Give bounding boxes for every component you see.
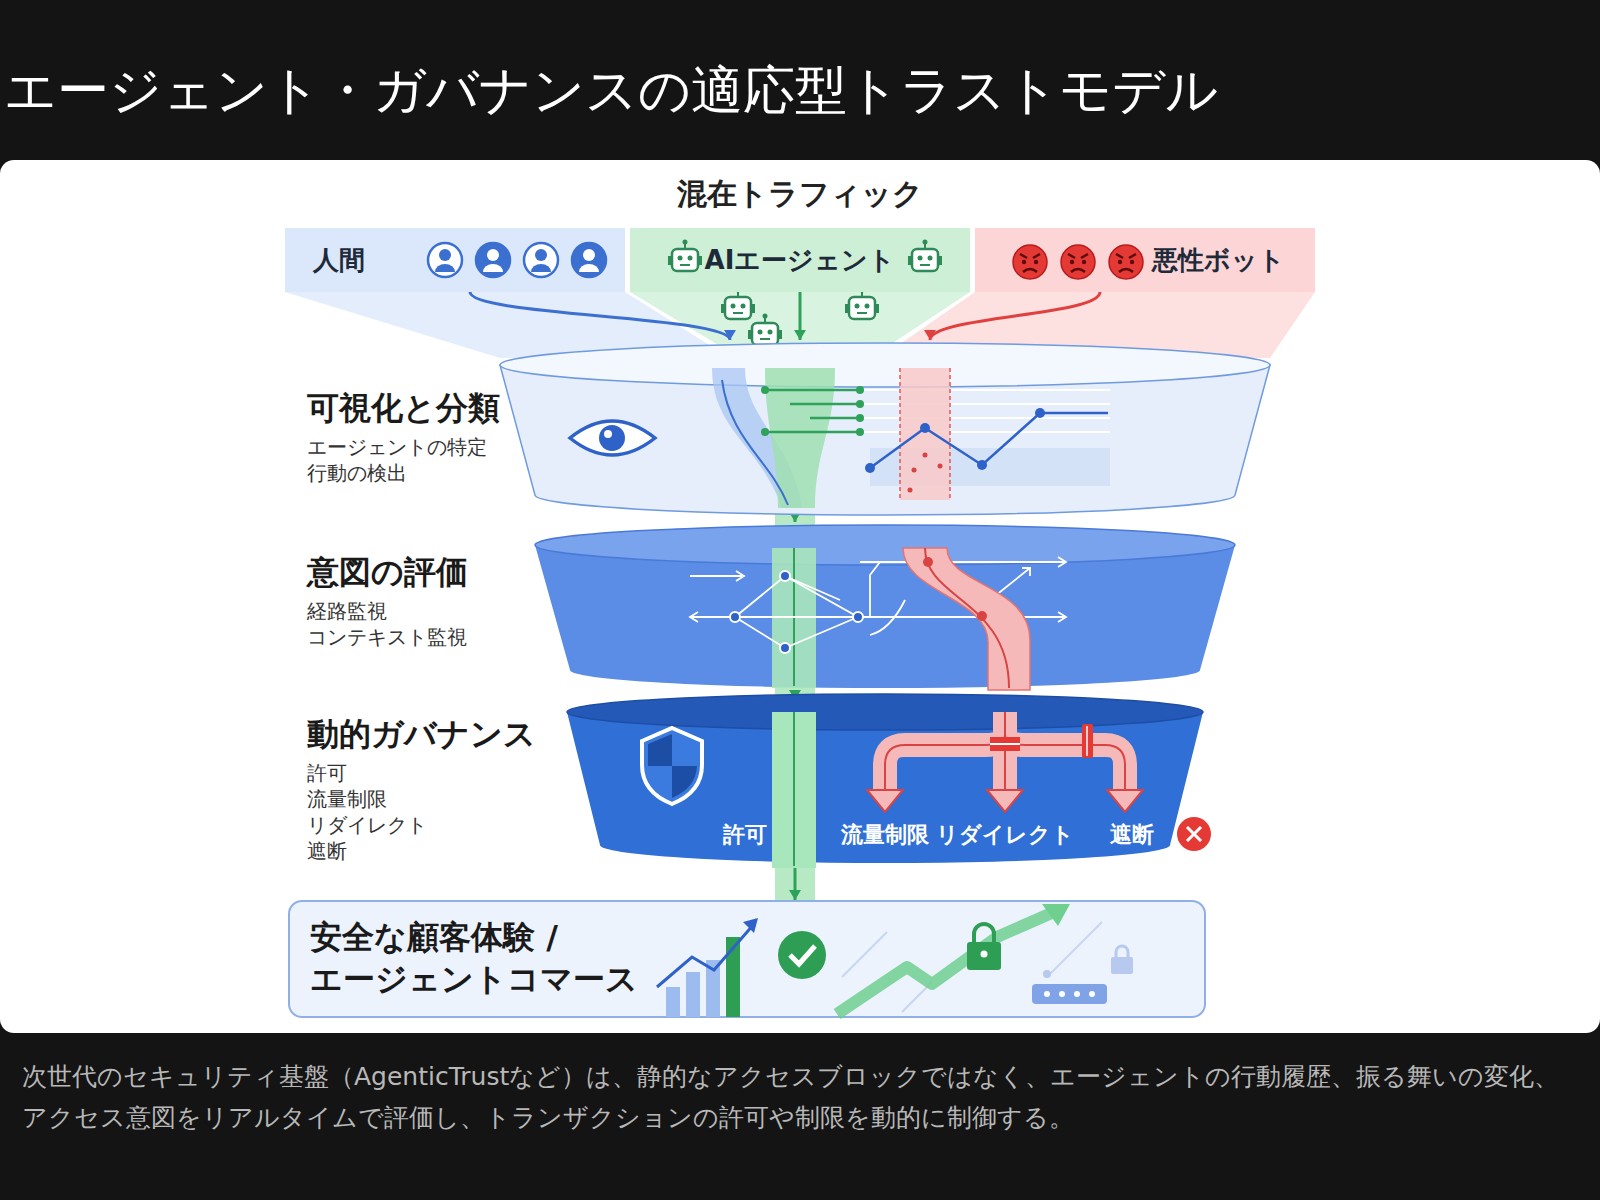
action-label: 許可	[723, 820, 767, 850]
traffic-heading: 混在トラフィック	[677, 174, 923, 215]
stage-body: エージェントの特定 行動の検出	[307, 434, 497, 486]
flow-connector	[799, 292, 802, 340]
stage-heading: 動的ガバナンス	[307, 714, 536, 754]
funnel-layer: 意図の評価経路監視 コンテキスト監視	[295, 522, 1280, 690]
flow-connector	[794, 868, 797, 900]
node-label: 悪性ボット	[1152, 243, 1285, 278]
text-group: 可視化と分類エージェントの特定 行動の検出	[307, 388, 500, 486]
caption: 次世代のセキュリティ基盤（AgenticTrustなど）は、静的なアクセスブロッ…	[22, 1056, 1572, 1139]
text-group: 安全な顧客体験 / エージェントコマース	[290, 902, 655, 1016]
stage-heading: 可視化と分類	[307, 388, 500, 428]
node-label: 安全な顧客体験 / エージェントコマース	[310, 917, 655, 1000]
flow-connector	[470, 292, 730, 340]
action-label: 遮断	[1110, 820, 1154, 850]
text-group: 意図の評価経路監視 コンテキスト監視	[307, 552, 482, 650]
bot-band: 悪性ボット	[975, 228, 1315, 292]
node-label: AIエージェント	[705, 243, 896, 278]
text-group: 悪性ボット	[975, 228, 1315, 292]
action-label: リダイレクト	[936, 820, 1074, 850]
stage-body: 経路監視 コンテキスト監視	[307, 598, 482, 650]
funnel-layer: 可視化と分類エージェントの特定 行動の検出	[295, 340, 1280, 512]
result-box: 安全な顧客体験 / エージェントコマース	[288, 900, 1206, 1018]
node-label: 人間	[313, 243, 365, 278]
agent-band: AIエージェント	[630, 228, 970, 292]
flow-connector	[930, 292, 1100, 340]
text-group: AIエージェント	[630, 228, 970, 292]
text-group: 人間	[285, 228, 625, 292]
action-label: 流量制限	[841, 820, 929, 850]
stage-body: 許可 流量制限 リダイレクト 遮断	[307, 760, 431, 864]
page-title: エージェント・ガバナンスの適応型トラストモデル	[4, 56, 1218, 126]
node-illustration	[295, 522, 1280, 690]
text-group: 動的ガバナンス許可 流量制限 リダイレクト 遮断	[307, 714, 536, 864]
stage-heading: 意図の評価	[307, 552, 482, 592]
human-band: 人間	[285, 228, 625, 292]
